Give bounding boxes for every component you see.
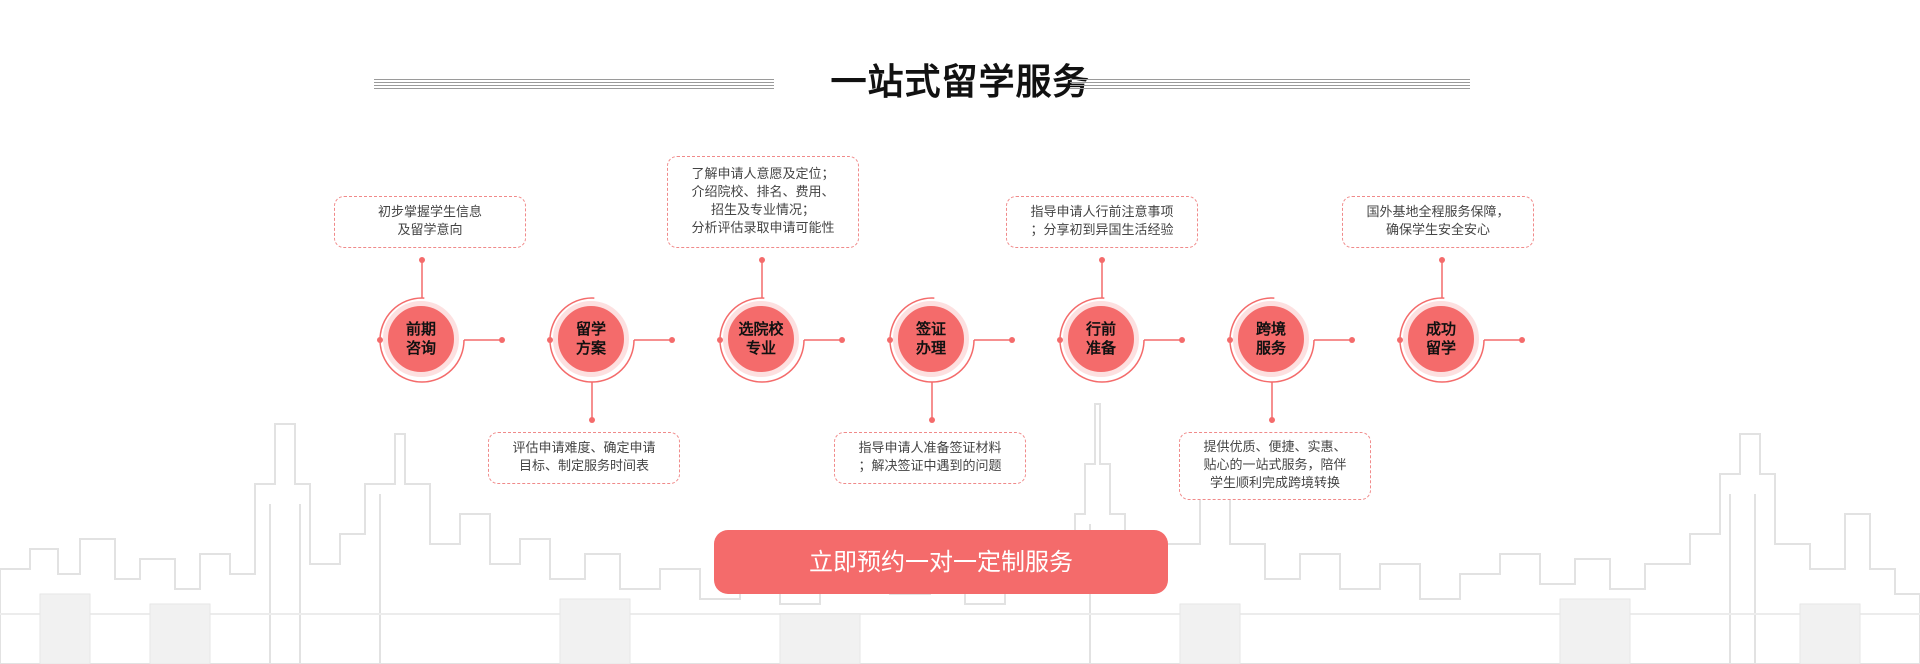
step-success: 成功 留学 (1403, 301, 1479, 377)
step-label-line2: 留学 (1425, 339, 1456, 357)
desc-text: 国外基地全程服务保障， 确保学生安全安心 (1366, 205, 1510, 238)
step-visa: 签证 办理 (893, 301, 969, 377)
desc-text: 指导申请人行前注意事项 ；分享初到异国生活经验 (1030, 205, 1174, 238)
step-label-line1: 跨境 (1255, 320, 1286, 338)
book-consultation-button[interactable]: 立即预约一对一定制服务 (714, 530, 1168, 594)
desc-school-selection: 了解申请人意愿及定位； 介绍院校、排名、费用、 招生及专业情况； 分析评估录取申… (667, 156, 859, 248)
desc-text: 初步掌握学生信息 及留学意向 (377, 205, 482, 238)
step-label-line2: 咨询 (405, 339, 436, 357)
step-label-line1: 成功 (1425, 320, 1456, 338)
title-decor-left (374, 79, 774, 90)
step-label-line2: 准备 (1085, 339, 1116, 357)
desc-success: 国外基地全程服务保障， 确保学生安全安心 (1342, 196, 1534, 248)
step-school-selection: 选院校 专业 (723, 301, 799, 377)
title-row: 一站式留学服务 (0, 58, 1920, 108)
step-label-line2: 服务 (1255, 339, 1286, 357)
step-label-line2: 办理 (915, 339, 946, 357)
step-label-line1: 签证 (915, 320, 946, 338)
desc-text: 提供优质、便捷、实惠、 贴心的一站式服务，陪伴 学生顺利完成跨境转换 (1203, 440, 1347, 491)
step-label-line1: 前期 (405, 320, 436, 338)
page-title: 一站式留学服务 (830, 62, 1090, 103)
desc-predeparture: 指导申请人行前注意事项 ；分享初到异国生活经验 (1006, 196, 1198, 248)
step-label-line2: 专业 (745, 339, 776, 357)
city-skyline-background (0, 403, 1920, 664)
step-label-line2: 方案 (575, 339, 606, 357)
step-cross-border: 跨境 服务 (1233, 301, 1309, 377)
step-predeparture: 行前 准备 (1063, 301, 1139, 377)
step-plan: 留学 方案 (553, 301, 629, 377)
desc-visa: 指导申请人准备签证材料 ；解决签证中遇到的问题 (834, 432, 1026, 484)
desc-cross-border: 提供优质、便捷、实惠、 贴心的一站式服务，陪伴 学生顺利完成跨境转换 (1179, 432, 1371, 500)
step-label-line1: 行前 (1085, 320, 1116, 338)
desc-consultation: 初步掌握学生信息 及留学意向 (334, 196, 526, 248)
step-label-line1: 留学 (575, 320, 606, 338)
desc-plan: 评估申请难度、确定申请 目标、制定服务时间表 (488, 432, 680, 484)
step-consultation: 前期 咨询 (383, 301, 459, 377)
desc-text: 指导申请人准备签证材料 ；解决签证中遇到的问题 (858, 441, 1002, 474)
title-decor-right (1070, 79, 1470, 90)
step-label-line1: 选院校 (738, 320, 784, 338)
desc-text: 了解申请人意愿及定位； 介绍院校、排名、费用、 招生及专业情况； 分析评估录取申… (691, 167, 835, 236)
desc-text: 评估申请难度、确定申请 目标、制定服务时间表 (512, 441, 656, 474)
